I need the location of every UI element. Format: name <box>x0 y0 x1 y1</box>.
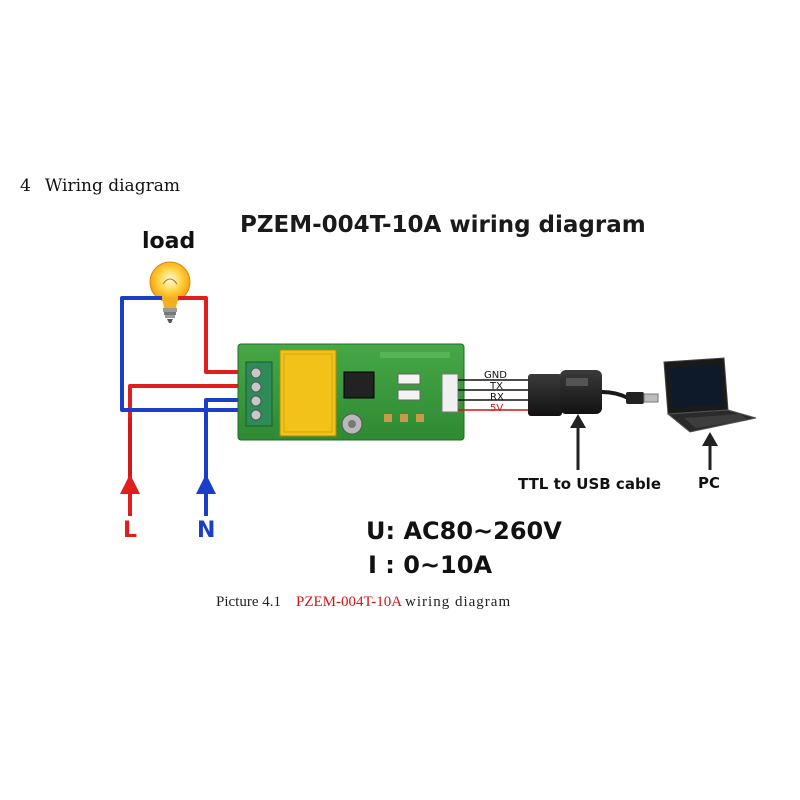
pc-pointer-arrow <box>702 432 718 470</box>
pin-label-tx: TX <box>490 381 503 392</box>
caption-prefix: Picture 4.1 <box>216 594 281 610</box>
bulb-icon <box>149 261 191 323</box>
picture-caption: Picture 4.1 PZEM-004T-10A wiring diagram <box>216 594 511 611</box>
usb-adapter <box>528 370 659 416</box>
section-number: 4 <box>20 176 31 196</box>
pin-label-gnd: GND <box>484 370 507 381</box>
neutral-wire-terminal <box>204 398 250 480</box>
current-prefix: I : <box>368 551 395 579</box>
neutral-arrow-icon <box>196 474 216 516</box>
current-value: 0~10A <box>403 551 493 579</box>
pzem-board <box>237 343 465 441</box>
voltage-value: AC80~260V <box>403 517 562 545</box>
neutral-label: N <box>197 518 216 543</box>
live-wire-terminal <box>128 384 250 418</box>
live-wire-load <box>178 296 250 374</box>
live-label: L <box>123 518 138 543</box>
laptop-icon <box>663 357 757 433</box>
pin-label-5v: 5V <box>490 403 504 414</box>
current-spec: I : 0~10A <box>368 551 492 579</box>
diagram-title: PZEM-004T-10A wiring diagram <box>240 212 646 238</box>
neutral-wires <box>120 296 250 480</box>
voltage-prefix: U: <box>366 517 396 545</box>
neutral-wire-load <box>120 296 250 412</box>
live-arrow-icon <box>120 474 140 516</box>
section-heading: 4 Wiring diagram <box>20 176 180 196</box>
caption-model: PZEM-004T-10A <box>296 594 402 610</box>
live-wires <box>128 296 250 480</box>
cable-pointer-arrow <box>570 414 586 470</box>
signal-wires <box>458 379 530 411</box>
voltage-spec: U: AC80~260V <box>366 517 562 545</box>
load-label: load <box>142 229 196 254</box>
caption-suffix: wiring diagram <box>405 594 512 610</box>
cable-label: TTL to USB cable <box>518 475 661 493</box>
pin-label-rx: RX <box>490 392 504 403</box>
section-heading-text: Wiring diagram <box>44 176 180 196</box>
pc-label: PC <box>698 474 721 492</box>
